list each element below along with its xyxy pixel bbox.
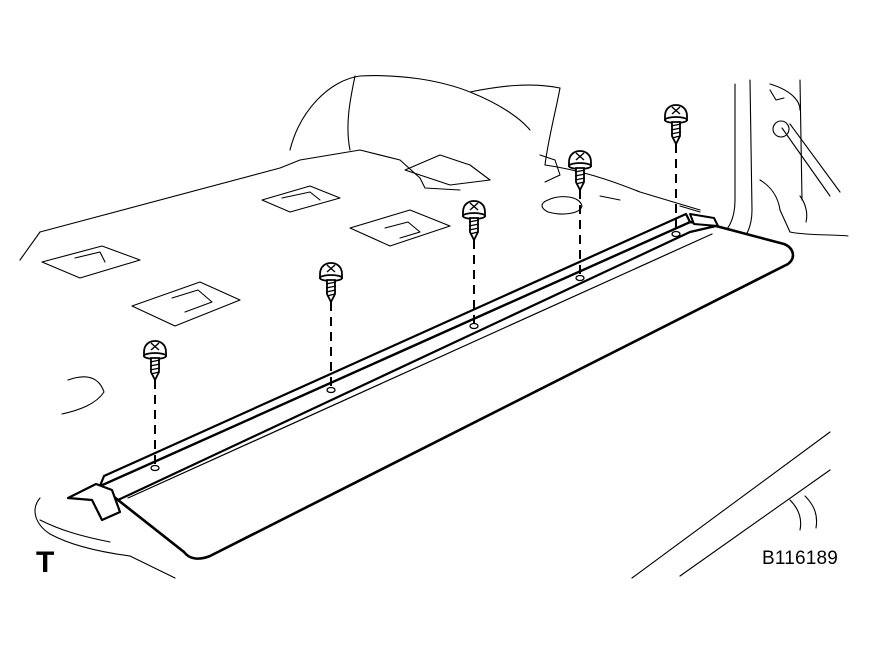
screw-icon [319, 262, 343, 303]
screw-hole-2 [326, 386, 336, 394]
screw-icon [462, 200, 486, 241]
figure-code: B116189 [762, 548, 839, 569]
scuff-plate [66, 212, 795, 560]
screw-hole-1 [150, 464, 160, 472]
corner-label: T [36, 546, 55, 579]
screw-holes [150, 230, 681, 472]
screw-hole-3 [469, 322, 479, 330]
screw-hole-5 [671, 230, 681, 238]
screw-icon [143, 340, 167, 381]
screw-icon [664, 104, 688, 145]
vehicle-floor-background [19, 75, 849, 579]
screw-hole-4 [575, 274, 585, 282]
